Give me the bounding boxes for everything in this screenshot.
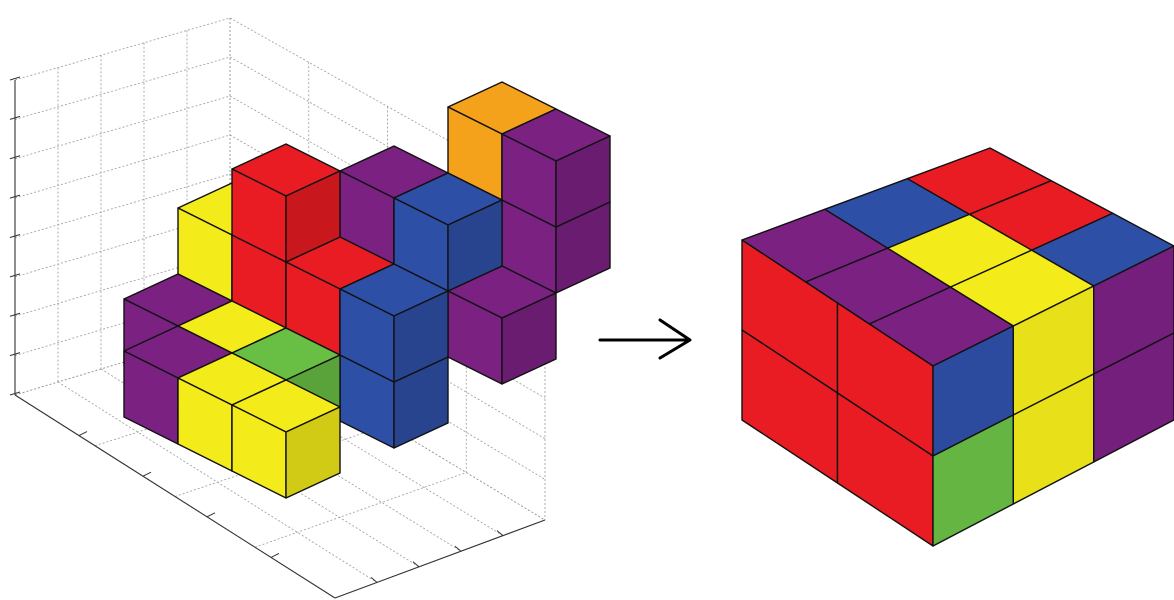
axis-tick (143, 472, 151, 476)
grid-line (15, 18, 230, 80)
axis-tick (371, 577, 377, 582)
transform-arrow (600, 320, 690, 358)
axis-tick (455, 546, 461, 551)
assembled-cube (742, 148, 1174, 546)
axis-tick (413, 562, 419, 567)
grid-line (15, 135, 230, 198)
axis-tick (207, 513, 215, 517)
axis-tick (271, 553, 279, 557)
axis-tick (10, 77, 20, 80)
grid-line (15, 96, 230, 159)
axis-tick (497, 531, 503, 536)
grid-line (15, 57, 230, 119)
axis-tick (79, 432, 87, 436)
y-axis (335, 520, 545, 598)
